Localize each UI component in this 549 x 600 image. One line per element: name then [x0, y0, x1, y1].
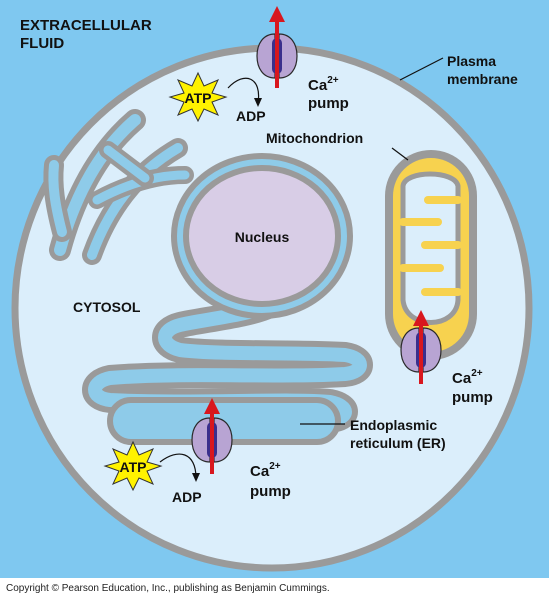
atp-burst-membrane: ATP [169, 72, 227, 122]
copyright-notice: Copyright © Pearson Education, Inc., pub… [6, 583, 330, 594]
er-label-line1: Endoplasmic [350, 417, 437, 433]
plasma-membrane-leader [399, 57, 444, 81]
ion-symbol: Ca [452, 370, 472, 387]
nucleus-label: Nucleus [235, 229, 290, 245]
atp-burst-er: ATP [104, 441, 162, 491]
calcium-pump-mitochondrion [400, 310, 442, 384]
nucleus [183, 165, 341, 307]
pump-name-1: pump [308, 95, 349, 112]
arrow-head-icon [204, 398, 220, 414]
adp-label: ADP [236, 108, 266, 124]
mitochondrion-label: Mitochondrion [266, 130, 363, 146]
arrow-head-icon [269, 6, 285, 22]
extracellular-label-line2: FLUID [20, 35, 64, 52]
pump-name-3: pump [250, 483, 291, 500]
er-label-line2: reticulum (ER) [350, 435, 446, 451]
mitochondrion-leader [391, 147, 409, 161]
ion-symbol: Ca [250, 463, 270, 480]
mitochondrion [385, 150, 477, 360]
ca-pump-label-2: Ca2+ [452, 368, 483, 387]
ion-charge: 2+ [471, 368, 483, 379]
cytosol-label: CYTOSOL [73, 299, 141, 315]
adp-label: ADP [172, 489, 202, 505]
plasma-membrane-label-line2: membrane [447, 71, 518, 87]
ion-symbol: Ca [308, 77, 328, 94]
calcium-pump-membrane [256, 6, 298, 88]
ion-charge: 2+ [269, 461, 281, 472]
arrow-head-icon [254, 98, 262, 107]
ca-pump-label-1: Ca2+ [308, 75, 339, 94]
er-folds [82, 292, 373, 435]
ion-charge: 2+ [327, 75, 339, 86]
pump-name-2: pump [452, 389, 493, 406]
calcium-pump-er [191, 398, 233, 474]
arrow-head-icon [192, 473, 200, 482]
plasma-membrane-label-line1: Plasma [447, 53, 496, 69]
extracellular-label-line1: EXTRACELLULAR [20, 17, 152, 34]
ca-pump-label-3: Ca2+ [250, 461, 281, 480]
atp-hydrolysis-arrow [159, 453, 197, 479]
atp-label: ATP [185, 90, 212, 106]
arrow-head-icon [413, 310, 429, 326]
er-upper-tubules [43, 109, 194, 265]
atp-hydrolysis-arrow [227, 77, 260, 104]
atp-label: ATP [120, 459, 147, 475]
